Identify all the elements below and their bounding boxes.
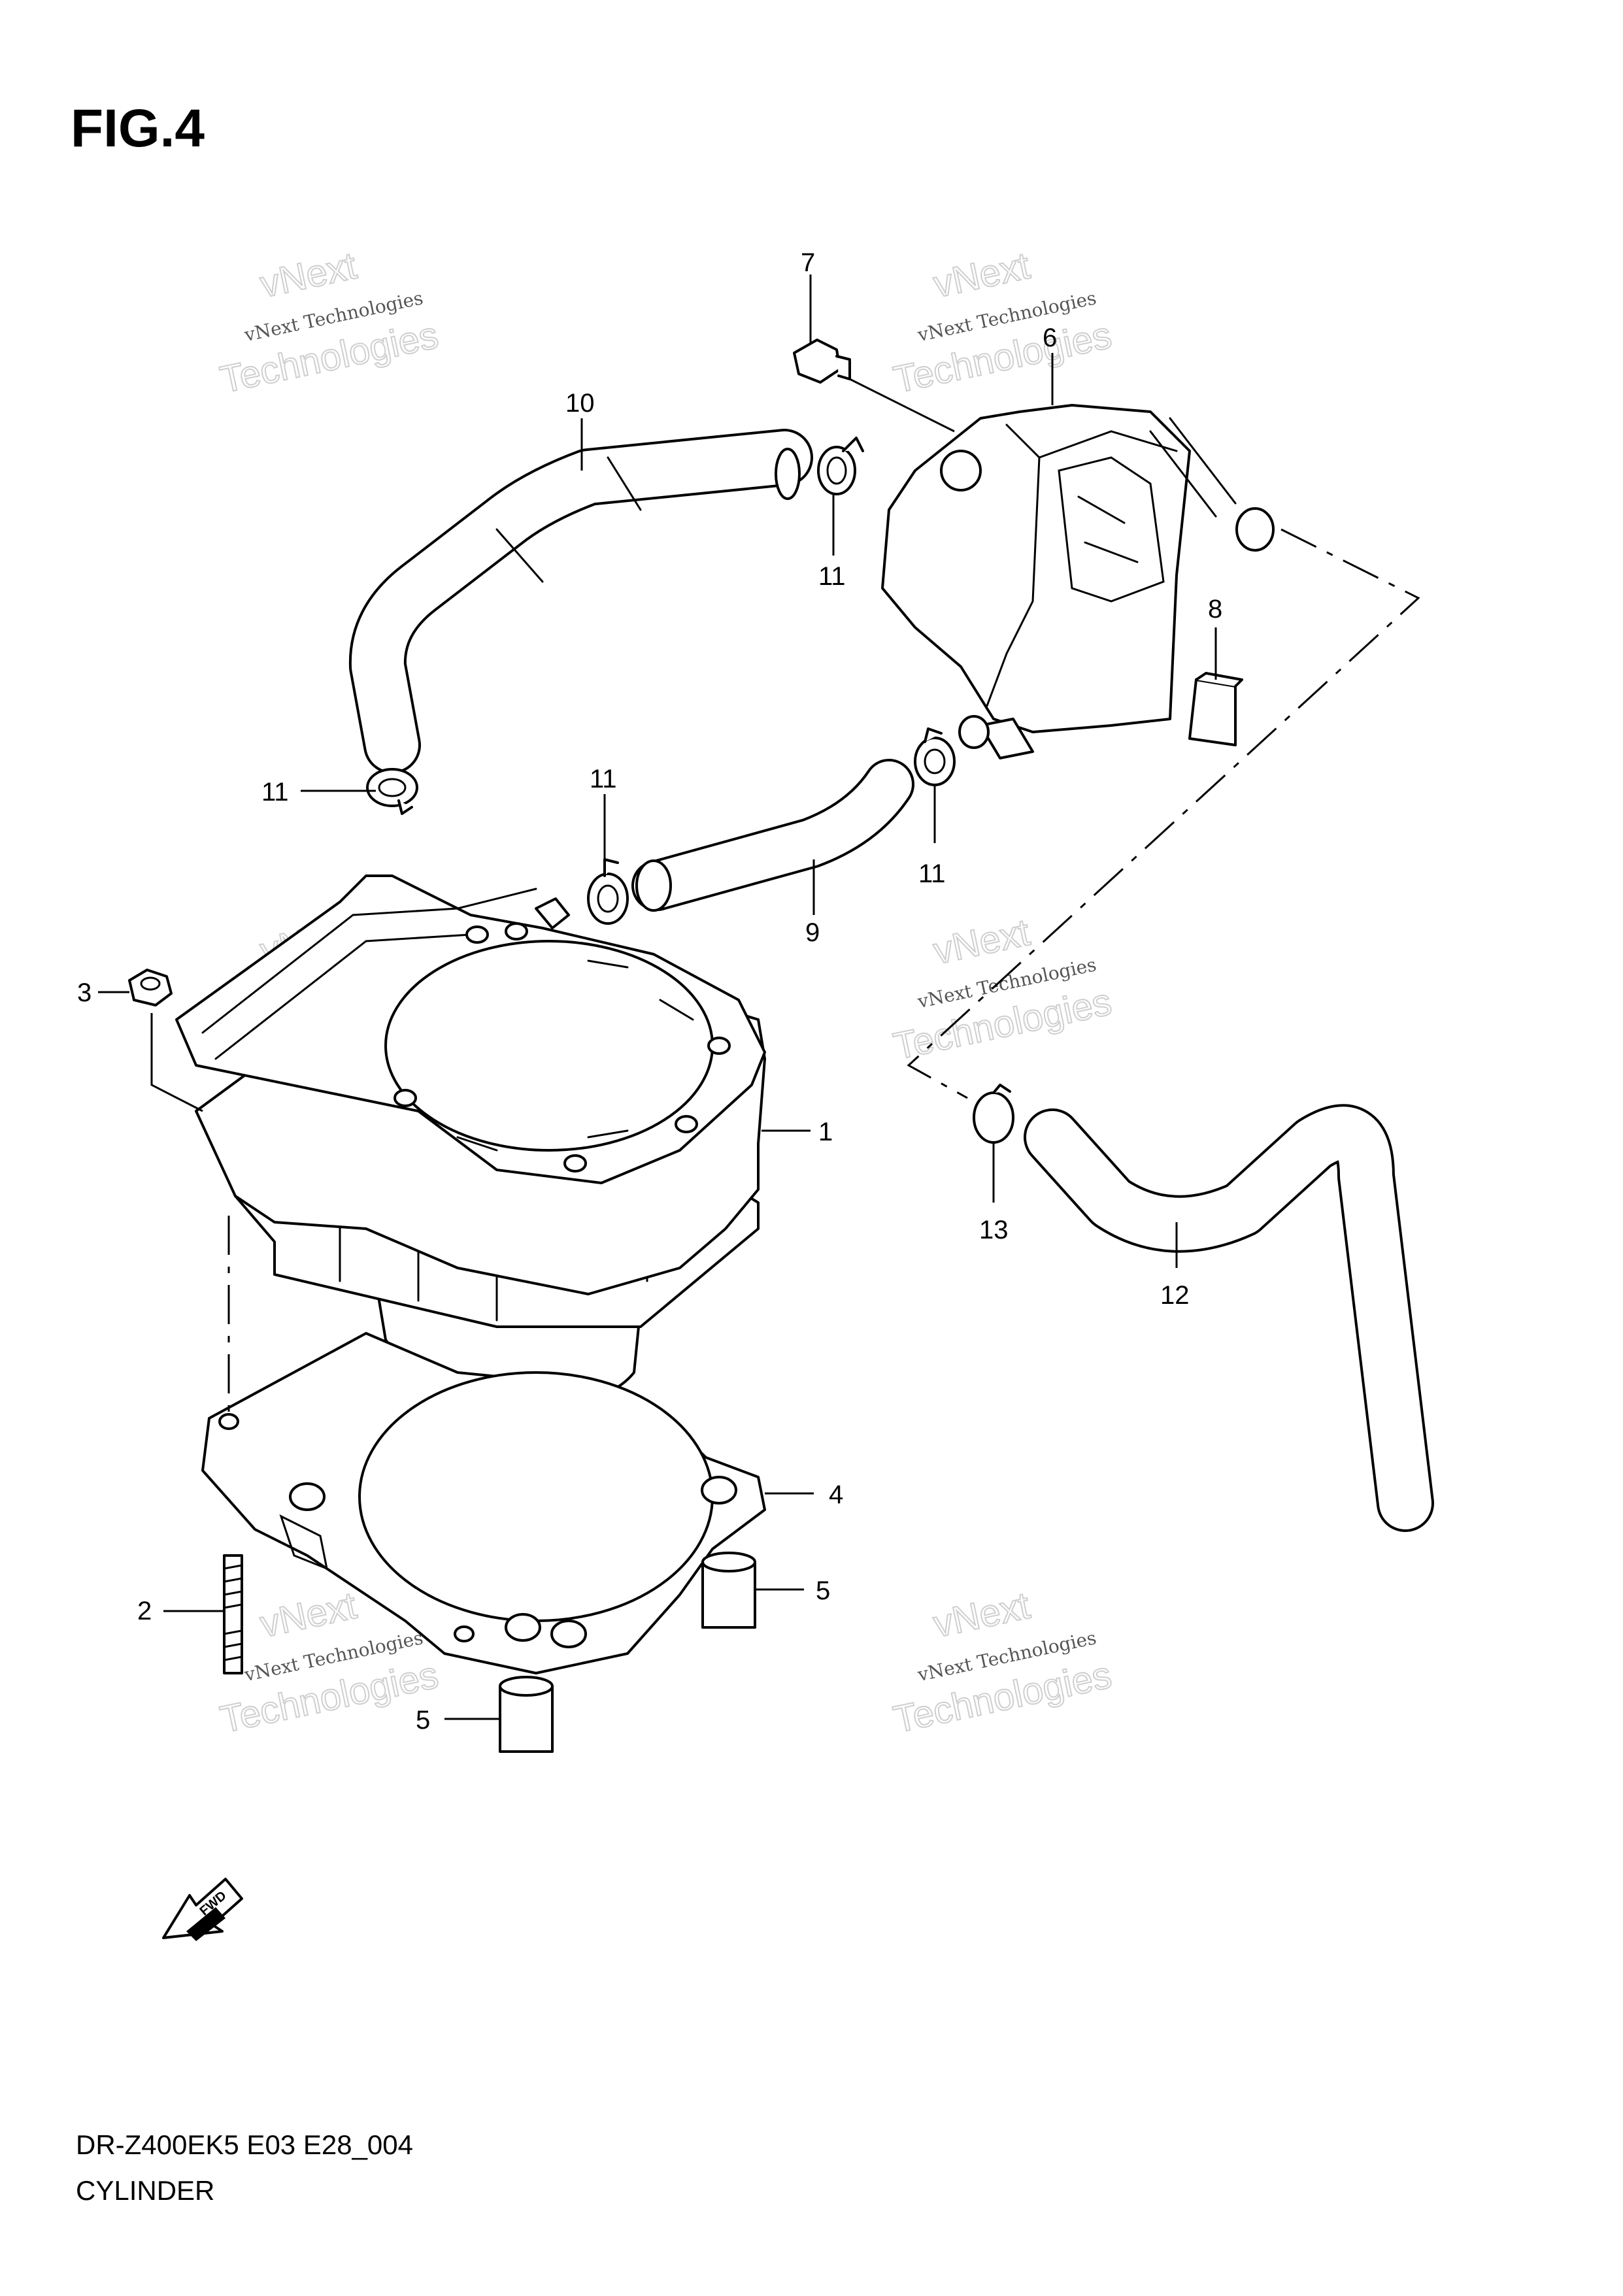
callout-1: 1	[818, 1118, 833, 1146]
fwd-arrow-icon: FWD	[162, 1878, 243, 1941]
watermark-line1: vNext	[929, 911, 1033, 973]
watermark-line1: vNext	[929, 1584, 1033, 1646]
stud-2	[223, 1554, 243, 1674]
callout-5-a: 5	[816, 1576, 830, 1605]
callout-11-a: 11	[818, 562, 846, 591]
watermark-line1: vNext	[929, 244, 1033, 306]
section-name: CYLINDER	[76, 2175, 215, 2206]
figure-title: FIG.4	[71, 99, 205, 158]
callout-7: 7	[801, 248, 815, 277]
leader-lines	[98, 275, 1217, 1720]
dowel-5-b	[499, 1676, 554, 1753]
bolt-7	[793, 339, 851, 384]
reference-lines	[227, 528, 1420, 1412]
watermark-line1: vNext	[256, 1584, 360, 1646]
callout-4: 4	[829, 1480, 843, 1509]
model-code: DR-Z400EK5 E03 E28_004	[76, 2129, 413, 2160]
callout-numbers: 7 6 10 11 8 11 11 11 9 3 1 13 12 4 5 2 5	[77, 248, 1222, 1735]
callout-11-c: 11	[590, 765, 617, 793]
callout-8: 8	[1208, 595, 1222, 624]
watermark-low-center: vNext vNext Technologies Technologies	[889, 1584, 1116, 1742]
clamp-11-d	[914, 727, 956, 786]
hose-10	[348, 429, 813, 774]
callout-5-b: 5	[416, 1706, 430, 1735]
callout-9: 9	[805, 918, 820, 947]
watermark-top-left: vNext vNext Technologies Technologies	[216, 244, 443, 402]
clamp-11-b	[366, 768, 418, 815]
cylinder-1	[175, 874, 766, 1406]
watermark-mid-center: vNext vNext Technologies Technologies	[889, 910, 1116, 1069]
callout-3: 3	[77, 978, 92, 1007]
callout-11-b: 11	[261, 778, 289, 807]
cushion-8	[1188, 672, 1243, 746]
clamp-11-a	[817, 437, 864, 495]
callout-13: 13	[979, 1216, 1009, 1244]
callout-10: 10	[565, 389, 595, 418]
hose-12	[1024, 1104, 1434, 1532]
dowel-5-a	[701, 1552, 756, 1629]
ring-13	[973, 1084, 1014, 1144]
air-valve-6	[881, 404, 1275, 759]
hose-9	[631, 759, 914, 912]
nut-3	[128, 969, 173, 1007]
clamp-11-c	[587, 858, 629, 925]
watermark-line1: vNext	[256, 244, 360, 306]
callout-6: 6	[1043, 324, 1057, 352]
callout-11-d: 11	[918, 859, 946, 888]
callout-12: 12	[1160, 1281, 1190, 1310]
callout-2: 2	[137, 1597, 152, 1625]
watermark-top-center: vNext vNext Technologies Technologies	[889, 244, 1116, 402]
gasket-4	[201, 1332, 766, 1674]
